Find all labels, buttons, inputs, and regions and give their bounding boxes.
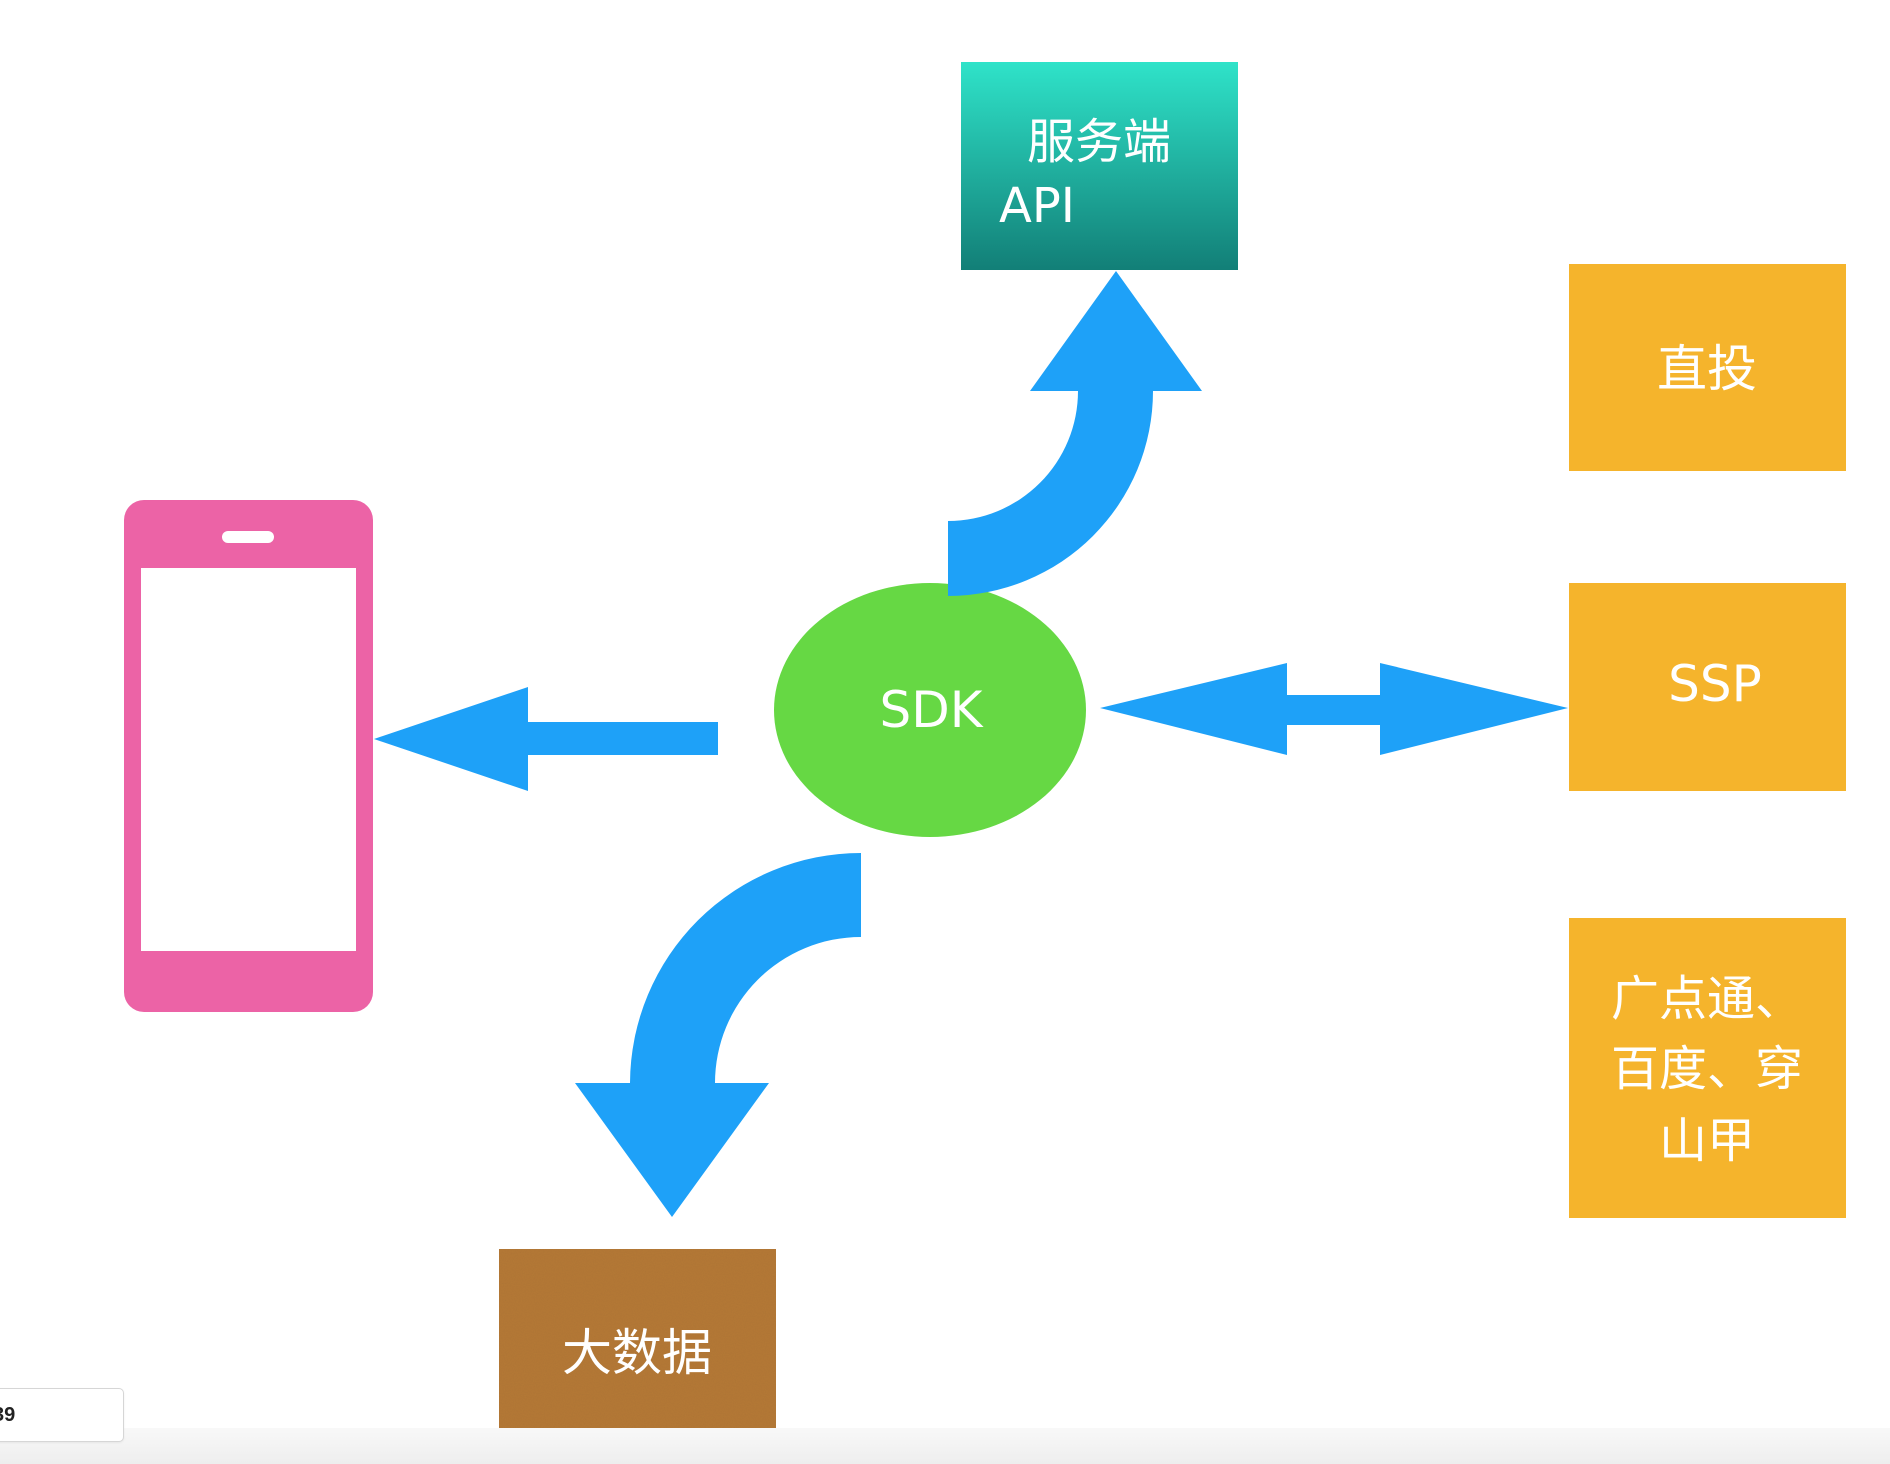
server-api-label-line1: 服务端 xyxy=(1027,114,1171,170)
direct-node[interactable]: 直投 xyxy=(1569,264,1846,471)
bottom-toolbar xyxy=(0,1428,1890,1464)
ssp-label: SSP xyxy=(1668,655,1762,713)
big-data-node[interactable]: 大数据 xyxy=(499,1249,776,1456)
ad-networks-label-line2: 百度、穿 xyxy=(1611,1041,1803,1097)
arrow-to-big-data xyxy=(575,853,861,1217)
page-number-field[interactable]: 39 xyxy=(0,1388,124,1442)
server-api-label-line2: API xyxy=(999,178,1075,234)
smartphone-icon xyxy=(124,500,373,1012)
direct-label: 直投 xyxy=(1657,340,1757,398)
ad-networks-label-line3: 山甲 xyxy=(1659,1113,1755,1169)
ssp-node[interactable]: SSP xyxy=(1569,583,1846,791)
arrow-to-phone xyxy=(374,687,718,791)
ad-networks-node[interactable]: 广点通、 百度、穿 山甲 xyxy=(1569,918,1846,1218)
arrow-to-server-api xyxy=(948,271,1202,596)
server-api-node[interactable]: 服务端 API xyxy=(961,62,1238,270)
sdk-node[interactable]: SDK xyxy=(774,583,1086,837)
big-data-label: 大数据 xyxy=(562,1324,712,1382)
sdk-label: SDK xyxy=(879,681,983,739)
arrow-sdk-ssp xyxy=(1100,663,1568,755)
ad-networks-label-line1: 广点通、 xyxy=(1611,971,1803,1027)
